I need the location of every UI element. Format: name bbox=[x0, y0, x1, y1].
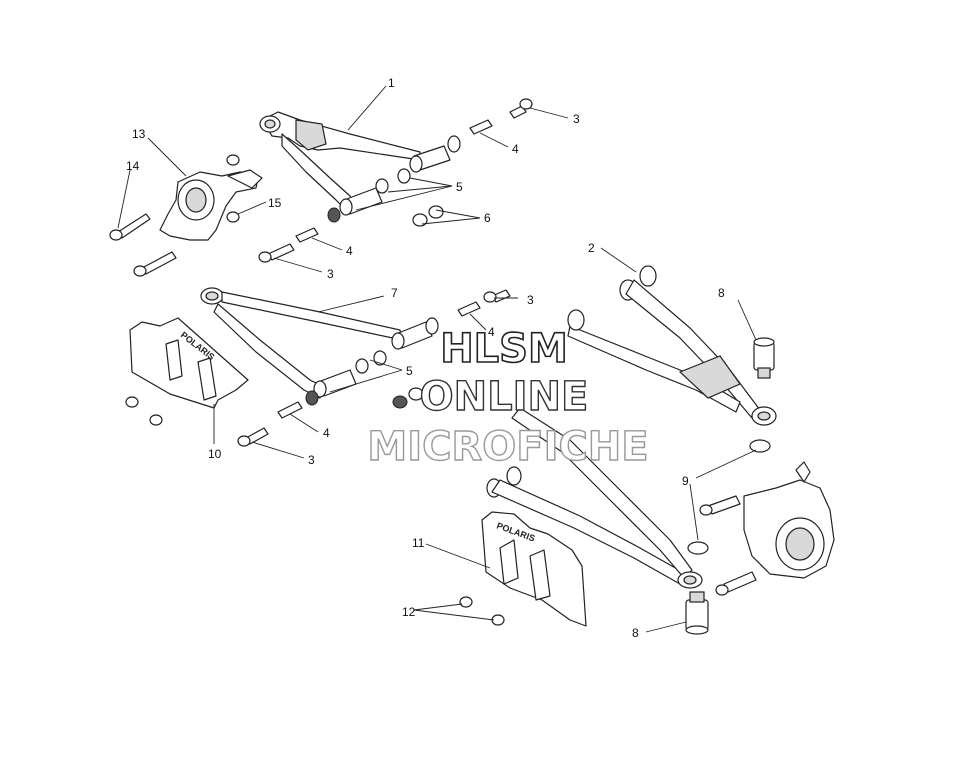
callout-4c: 4 bbox=[488, 325, 495, 339]
callout-5a: 5 bbox=[456, 180, 463, 194]
callout-11: 11 bbox=[412, 536, 425, 550]
callout-8a: 8 bbox=[718, 286, 725, 300]
callout-2: 2 bbox=[588, 241, 595, 255]
a-arm-guard-11: POLARIS bbox=[481, 511, 587, 627]
leader-lines bbox=[117, 85, 757, 633]
callout-8b: 8 bbox=[632, 626, 639, 640]
nuts-lower-a bbox=[392, 387, 424, 409]
callout-14: 14 bbox=[126, 159, 140, 173]
upper-a-arm-1 bbox=[259, 111, 421, 211]
callout-3c: 3 bbox=[527, 293, 534, 307]
callout-10: 10 bbox=[208, 447, 222, 461]
knuckle-right bbox=[743, 461, 835, 579]
sleeve-4-upper-b bbox=[295, 227, 319, 243]
bushing-upper-right bbox=[397, 135, 461, 184]
callout-12: 12 bbox=[402, 605, 416, 619]
callout-4d: 4 bbox=[323, 426, 330, 440]
bolt-knuckle-right-lower bbox=[715, 571, 757, 596]
bushing-upper-left bbox=[327, 178, 389, 223]
bushing-lower-right bbox=[373, 317, 439, 366]
bolt-3-upper-a bbox=[509, 98, 533, 119]
callout-1: 1 bbox=[388, 76, 395, 90]
callout-5b: 5 bbox=[406, 364, 413, 378]
ball-joint-8-upper bbox=[753, 337, 775, 379]
lower-a-arm-7-right bbox=[486, 407, 703, 589]
bolt-knuckle-right-upper bbox=[699, 495, 741, 516]
bolt-3-lower-a bbox=[483, 289, 511, 303]
callout-3b: 3 bbox=[327, 267, 334, 281]
a-arm-guard-10: POLARIS bbox=[129, 317, 249, 409]
sleeve-4-lower-a bbox=[457, 301, 481, 317]
callout-3d: 3 bbox=[308, 453, 315, 467]
snap-ring-9-lower bbox=[687, 541, 709, 555]
nut-knuckle-top bbox=[226, 154, 240, 166]
callout-13: 13 bbox=[132, 127, 146, 141]
fastener-12-a bbox=[459, 596, 473, 608]
ball-joint-8-lower bbox=[685, 591, 709, 635]
fastener-10-b bbox=[149, 414, 163, 426]
bolt-knuckle-lower bbox=[133, 251, 177, 277]
watermark: HLSM ONLINE MICROFICHE bbox=[367, 325, 650, 471]
bolt-3-upper-b bbox=[258, 243, 295, 263]
watermark-line-2: ONLINE bbox=[420, 374, 589, 420]
bolt-14 bbox=[109, 213, 151, 241]
watermark-line-3: MICROFICHE bbox=[367, 424, 648, 470]
watermark-line-1: HLSM bbox=[440, 326, 568, 372]
callout-9: 9 bbox=[682, 474, 689, 488]
sleeve-4-lower-b bbox=[277, 401, 303, 419]
callout-3a: 3 bbox=[573, 112, 580, 126]
upper-a-arm-2 bbox=[567, 265, 777, 426]
nuts-6 bbox=[412, 205, 444, 227]
callout-4a: 4 bbox=[512, 142, 519, 156]
bolt-3-lower-b bbox=[237, 427, 269, 447]
callout-15: 15 bbox=[268, 196, 282, 210]
callout-7b: 7 bbox=[518, 397, 525, 411]
knuckle-left bbox=[159, 169, 263, 241]
callout-4b: 4 bbox=[346, 244, 353, 258]
fastener-10-a bbox=[125, 396, 139, 408]
callout-6: 6 bbox=[484, 211, 491, 225]
snap-ring-9-upper bbox=[749, 439, 771, 453]
bushing-lower-left bbox=[305, 358, 369, 406]
nut-15 bbox=[226, 211, 240, 223]
sleeve-4-upper-a bbox=[469, 119, 493, 135]
callout-7a: 7 bbox=[391, 286, 398, 300]
